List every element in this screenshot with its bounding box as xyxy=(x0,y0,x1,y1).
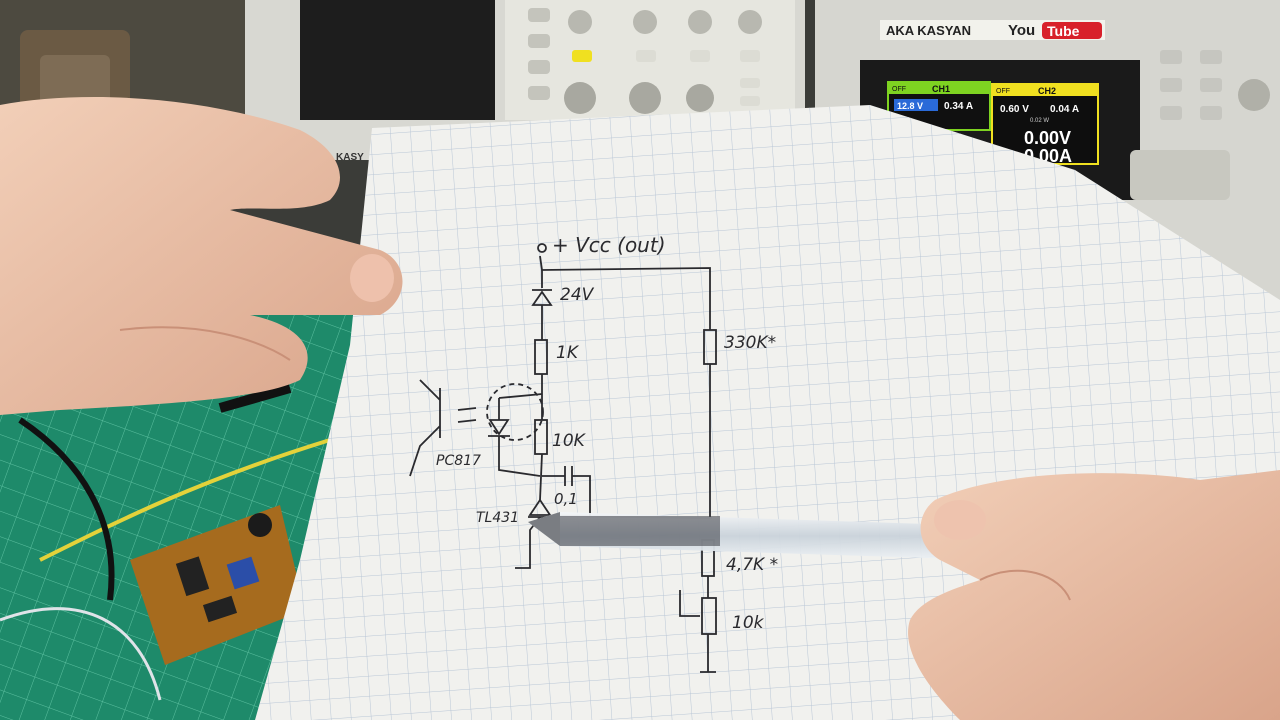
ch2-big-voltage: 0.00V xyxy=(1024,128,1071,148)
ch1-current: 0.34 A xyxy=(944,101,973,112)
label-vcc: + Vcc (out) xyxy=(552,233,666,257)
oscilloscope: KASY xyxy=(245,0,805,163)
ch2-current: 0.04 A xyxy=(1050,104,1079,115)
ch2-state: OFF xyxy=(996,88,1010,95)
label-zener: 24V xyxy=(560,285,595,305)
scope-brand: KASY xyxy=(336,152,364,163)
label-r1: 1K xyxy=(556,343,580,363)
label-optocoupler: PC817 xyxy=(436,453,481,469)
label-r2: 10K xyxy=(552,431,587,451)
ch1-label: CH1 xyxy=(932,84,950,94)
logo-you-text: You xyxy=(1008,22,1035,39)
ch2-label: CH2 xyxy=(1038,86,1056,96)
label-regulator: TL431 xyxy=(476,510,519,526)
right-hand xyxy=(908,470,1280,720)
pen xyxy=(528,512,990,560)
label-pot: 10k xyxy=(732,613,765,633)
ch2-power: 0.02 W xyxy=(1030,118,1049,124)
pcb-board xyxy=(0,383,331,701)
label-cap: 0,1 xyxy=(554,490,578,508)
ch1-state: OFF xyxy=(892,86,906,93)
logo-tube-text: Tube xyxy=(1047,23,1080,39)
left-hand xyxy=(0,97,403,415)
ch1-voltage: 12.8 V xyxy=(897,101,923,111)
supply-brand-label: AKA KASYAN xyxy=(886,23,971,38)
ch2-voltage: 0.60 V xyxy=(1000,104,1029,115)
label-r-mid: 4,7K * xyxy=(726,555,778,575)
label-r-top: 330K* xyxy=(724,333,776,353)
